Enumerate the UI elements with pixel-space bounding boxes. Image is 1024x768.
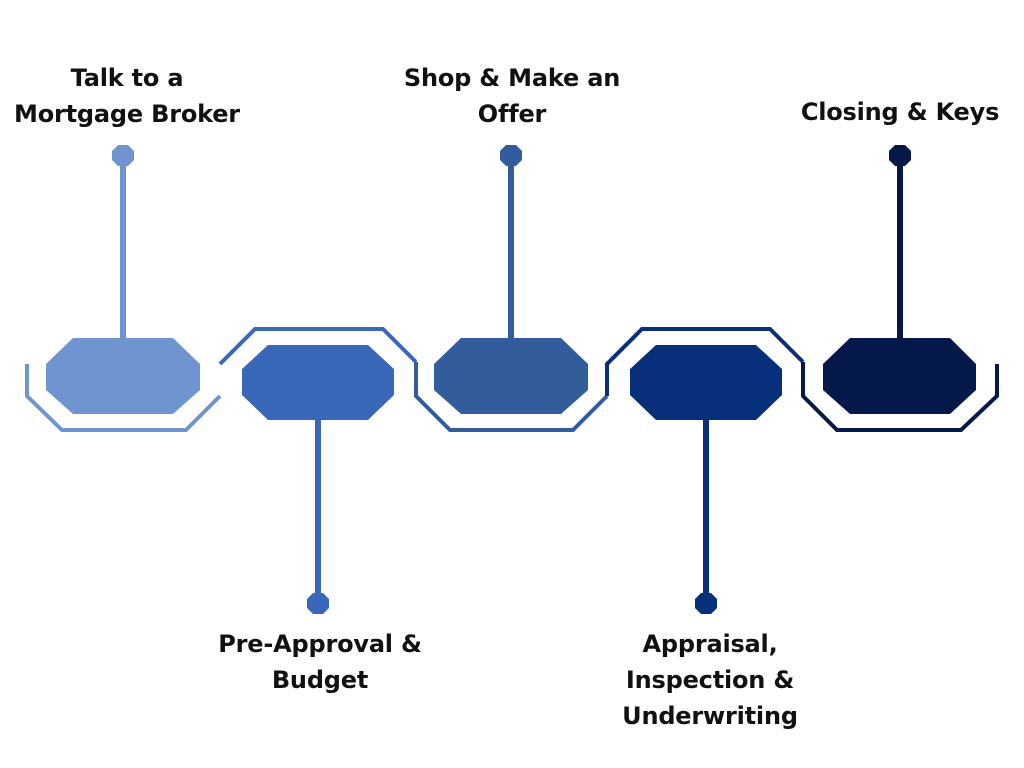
step-1-group — [25, 145, 222, 432]
step-2-label: Pre-Approval & Budget — [218, 630, 422, 694]
step-4-outline — [605, 327, 805, 396]
step-2-octagon — [242, 345, 394, 420]
step-1-outline — [25, 364, 222, 432]
step-5-marker — [889, 145, 911, 166]
step-4-octagon — [630, 345, 782, 420]
step-4-group — [605, 327, 805, 614]
step-3-octagon — [434, 338, 588, 414]
step-2-marker — [307, 593, 329, 614]
step-5-octagon — [823, 338, 976, 414]
step-3-label: Shop & Make an Offer — [403, 64, 621, 128]
step-2-outline — [218, 327, 418, 366]
step-4-label: Appraisal, Inspection & Underwriting — [622, 630, 798, 730]
step-1-label: Talk to a Mortgage Broker — [14, 64, 240, 128]
step-1-marker — [112, 145, 134, 166]
step-5-outline — [801, 362, 999, 432]
step-1-octagon — [46, 338, 200, 414]
step-5-label: Closing & Keys — [800, 98, 1000, 126]
step-3-marker — [500, 145, 522, 166]
step-2-group — [218, 327, 418, 614]
step-5-group — [801, 145, 999, 432]
step-3-outline — [414, 362, 609, 432]
step-3-group — [414, 145, 609, 432]
step-4-marker — [695, 593, 717, 614]
